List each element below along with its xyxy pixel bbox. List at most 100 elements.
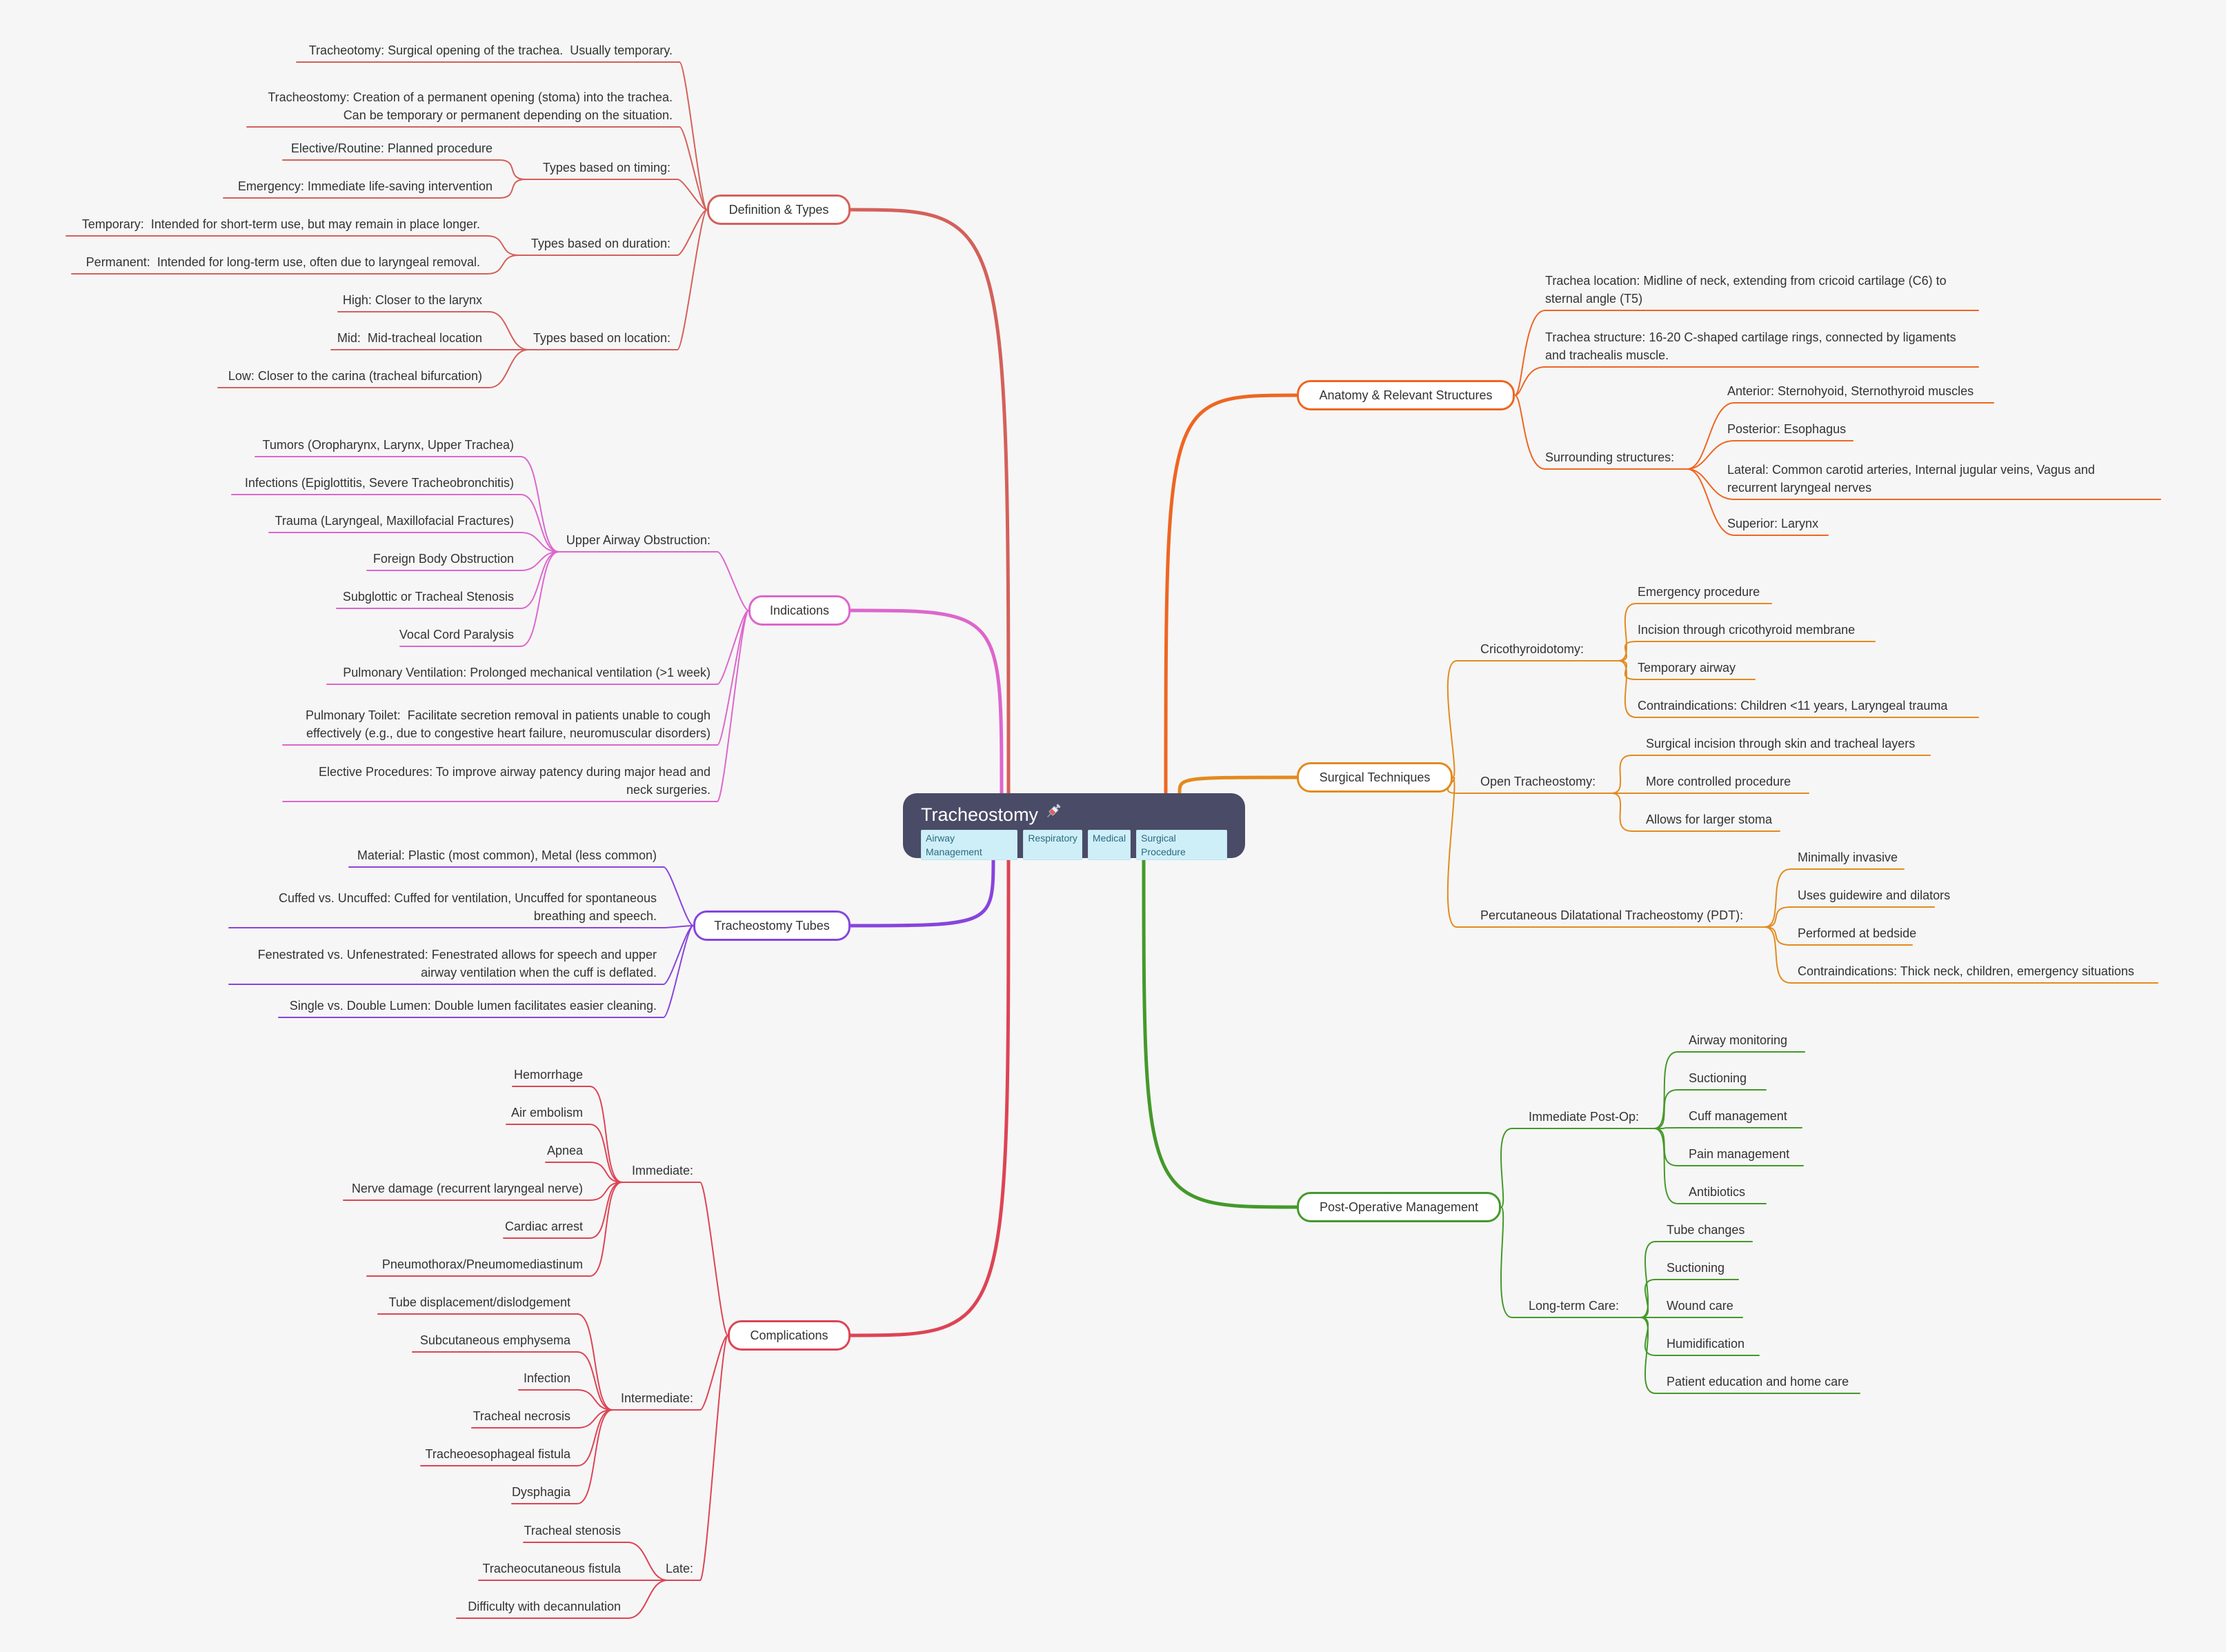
topic-more-controlled-procedure[interactable]: More controlled procedure	[1646, 775, 1791, 788]
branch-indications[interactable]: Indications	[748, 595, 851, 626]
connector-tumors-oropharynx-larynx-upper-trachea	[520, 456, 559, 553]
branch-techniques[interactable]: Surgical Techniques	[1297, 762, 1453, 793]
topic-types-based-on-timing[interactable]: Types based on timing:	[542, 161, 670, 175]
tag-respiratory[interactable]: Respiratory	[1023, 830, 1082, 860]
topic-emergency-procedure[interactable]: Emergency procedure	[1638, 585, 1760, 599]
topic-anterior-sternohyoid-sternothyroid-muscl[interactable]: Anterior: Sternohyoid, Sternothyroid mus…	[1727, 384, 1974, 398]
topic-incision-through-cricothyroid-membrane[interactable]: Incision through cricothyroid membrane	[1638, 623, 1856, 637]
topic-elective-routine-planned-procedure[interactable]: Elective/Routine: Planned procedure	[290, 141, 493, 155]
topic-antibiotics[interactable]: Antibiotics	[1689, 1185, 1746, 1199]
branch-complications[interactable]: Complications	[728, 1320, 851, 1351]
topic-upper-airway-obstruction[interactable]: Upper Airway Obstruction:	[566, 533, 710, 547]
connector-tracheostomy-creation-of-a-permanent-ope	[679, 126, 708, 210]
root-tags: Airway Management Respiratory Medical Su…	[921, 830, 1227, 860]
tag-airway-management[interactable]: Airway Management	[921, 830, 1018, 860]
topic-patient-education-and-home-care[interactable]: Patient education and home care	[1667, 1375, 1849, 1389]
topic-pain-management[interactable]: Pain management	[1689, 1147, 1790, 1161]
connector-elective-procedures-to-improve-airway-pa	[717, 610, 749, 802]
topic-surrounding-structures[interactable]: Surrounding structures:	[1545, 450, 1675, 464]
connector-emergency-procedure	[1618, 603, 1637, 661]
topic-tracheal-stenosis[interactable]: Tracheal stenosis	[524, 1524, 621, 1537]
topic-contraindications-thick-neck-children-em[interactable]: Contraindications: Thick neck, children,…	[1798, 964, 2134, 978]
topic-tracheal-necrosis[interactable]: Tracheal necrosis	[473, 1409, 570, 1423]
topic-pneumothorax-pneumomediastinum[interactable]: Pneumothorax/Pneumomediastinum	[381, 1257, 583, 1271]
connector-root-definition	[848, 208, 1011, 797]
topic-allows-for-larger-stoma[interactable]: Allows for larger stoma	[1646, 813, 1773, 826]
topic-temporary-airway[interactable]: Temporary airway	[1638, 661, 1736, 675]
branch-anatomy[interactable]: Anatomy & Relevant Structures	[1297, 380, 1515, 410]
connector-late	[699, 1335, 728, 1581]
topic-tube-displacement-dislodgement[interactable]: Tube displacement/dislodgement	[388, 1295, 571, 1309]
topic-late[interactable]: Late:	[665, 1562, 693, 1575]
topic-trauma-laryngeal-maxillofacial-fractures[interactable]: Trauma (Laryngeal, Maxillofacial Fractur…	[275, 514, 514, 528]
topic-open-tracheostomy[interactable]: Open Tracheostomy:	[1480, 775, 1596, 788]
tag-surgical-procedure[interactable]: Surgical Procedure	[1136, 830, 1227, 860]
topic-contraindications-children-11-years-lary[interactable]: Contraindications: Children <11 years, L…	[1638, 699, 1948, 713]
topic-apnea[interactable]: Apnea	[546, 1144, 583, 1157]
connector-trachea-location-midline-of-neck-extendi	[1514, 310, 1546, 396]
topic-pulmonary-toilet-facilitate-secretion-re[interactable]: Pulmonary Toilet: Facilitate secretion r…	[306, 708, 710, 740]
topic-tube-changes[interactable]: Tube changes	[1667, 1223, 1745, 1237]
topic-immediate[interactable]: Immediate:	[631, 1164, 693, 1177]
topic-trachea-structure-16-20-c-shaped-cartila[interactable]: Trachea structure: 16-20 C-shaped cartil…	[1545, 330, 1956, 362]
topic-minimally-invasive[interactable]: Minimally invasive	[1798, 850, 1898, 864]
topic-elective-procedures-to-improve-airway-pa[interactable]: Elective Procedures: To improve airway p…	[319, 765, 710, 797]
branch-definition[interactable]: Definition & Types	[707, 195, 851, 225]
topic-lateral-common-carotid-arteries-internal[interactable]: Lateral: Common carotid arteries, Intern…	[1727, 463, 2095, 495]
topic-permanent-intended-for-long-term-use-oft[interactable]: Permanent: Intended for long-term use, o…	[86, 255, 480, 269]
topic-cuff-management[interactable]: Cuff management	[1689, 1109, 1787, 1123]
branch-postop[interactable]: Post-Operative Management	[1297, 1192, 1501, 1222]
topic-infections-epiglottitis-severe-tracheobr[interactable]: Infections (Epiglottitis, Severe Tracheo…	[244, 476, 514, 490]
topic-tracheocutaneous-fistula[interactable]: Tracheocutaneous fistula	[482, 1562, 621, 1575]
connector-subcutaneous-emphysema	[577, 1351, 613, 1411]
topic-long-term-care[interactable]: Long-term Care:	[1529, 1299, 1620, 1313]
topic-temporary-intended-for-short-term-use-bu[interactable]: Temporary: Intended for short-term use, …	[81, 217, 480, 231]
topic-tracheoesophageal-fistula[interactable]: Tracheoesophageal fistula	[425, 1447, 570, 1461]
topic-types-based-on-location[interactable]: Types based on location:	[533, 331, 670, 345]
topic-wound-care[interactable]: Wound care	[1667, 1299, 1733, 1313]
topic-vocal-cord-paralysis[interactable]: Vocal Cord Paralysis	[399, 628, 514, 641]
topic-trachea-location-midline-of-neck-extendi[interactable]: Trachea location: Midline of neck, exten…	[1545, 274, 1947, 306]
topic-cuffed-vs-uncuffed-cuffed-for-ventilatio[interactable]: Cuffed vs. Uncuffed: Cuffed for ventilat…	[278, 891, 657, 923]
topic-types-based-on-duration[interactable]: Types based on duration:	[530, 237, 670, 250]
topic-foreign-body-obstruction[interactable]: Foreign Body Obstruction	[372, 552, 514, 566]
topic-single-vs-double-lumen-double-lumen-faci[interactable]: Single vs. Double Lumen: Double lumen fa…	[289, 999, 657, 1013]
topic-dysphagia[interactable]: Dysphagia	[511, 1485, 570, 1499]
topic-high-closer-to-the-larynx[interactable]: High: Closer to the larynx	[342, 293, 482, 307]
topic-performed-at-bedside[interactable]: Performed at bedside	[1798, 926, 1917, 940]
topic-emergency-immediate-life-saving-interven[interactable]: Emergency: Immediate life-saving interve…	[237, 179, 493, 193]
topic-tumors-oropharynx-larynx-upper-trachea[interactable]: Tumors (Oropharynx, Larynx, Upper Trache…	[262, 438, 514, 452]
topic-material-plastic-most-common-metal-less-[interactable]: Material: Plastic (most common), Metal (…	[357, 848, 657, 862]
topic-posterior-esophagus[interactable]: Posterior: Esophagus	[1727, 422, 1847, 436]
topic-air-embolism[interactable]: Air embolism	[510, 1106, 583, 1119]
topic-airway-monitoring[interactable]: Airway monitoring	[1689, 1033, 1788, 1047]
topic-intermediate[interactable]: Intermediate:	[620, 1391, 693, 1405]
root-topic[interactable]: Tracheostomy Airway Management Respirato…	[903, 793, 1245, 860]
topic-humidification[interactable]: Humidification	[1667, 1337, 1745, 1351]
topic-tracheostomy-creation-of-a-permanent-ope[interactable]: Tracheostomy: Creation of a permanent op…	[268, 90, 673, 122]
topic-mid-mid-tracheal-location[interactable]: Mid: Mid-tracheal location	[337, 331, 482, 345]
topic-uses-guidewire-and-dilators[interactable]: Uses guidewire and dilators	[1798, 888, 1951, 902]
topic-superior-larynx[interactable]: Superior: Larynx	[1727, 517, 1819, 530]
topic-difficulty-with-decannulation[interactable]: Difficulty with decannulation	[468, 1600, 621, 1613]
topic-cricothyroidotomy[interactable]: Cricothyroidotomy:	[1480, 642, 1584, 656]
topic-suctioning[interactable]: Suctioning	[1667, 1261, 1725, 1275]
topic-percutaneous-dilatational-tracheostomy-p[interactable]: Percutaneous Dilatational Tracheostomy (…	[1480, 908, 1744, 922]
topic-cardiac-arrest[interactable]: Cardiac arrest	[504, 1220, 583, 1233]
topic-tracheotomy-surgical-opening-of-the-trac[interactable]: Tracheotomy: Surgical opening of the tra…	[308, 43, 673, 57]
topic-pulmonary-ventilation-prolonged-mechanic[interactable]: Pulmonary Ventilation: Prolonged mechani…	[343, 666, 710, 679]
topic-infection[interactable]: Infection	[523, 1371, 570, 1385]
topic-low-closer-to-the-carina-tracheal-bifurc[interactable]: Low: Closer to the carina (tracheal bifu…	[228, 369, 482, 383]
topic-subcutaneous-emphysema[interactable]: Subcutaneous emphysema	[419, 1333, 570, 1347]
topic-nerve-damage-recurrent-laryngeal-nerve[interactable]: Nerve damage (recurrent laryngeal nerve)	[351, 1182, 583, 1195]
topic-fenestrated-vs-unfenestrated-fenestrated[interactable]: Fenestrated vs. Unfenestrated: Fenestrat…	[257, 948, 657, 979]
topic-subglottic-or-tracheal-stenosis[interactable]: Subglottic or Tracheal Stenosis	[342, 590, 514, 604]
branch-tubes[interactable]: Tracheostomy Tubes	[693, 910, 851, 941]
topic-surgical-incision-through-skin-and-trach[interactable]: Surgical incision through skin and trach…	[1646, 737, 1916, 750]
connector-root-anatomy	[1164, 393, 1299, 795]
topic-immediate-post-op[interactable]: Immediate Post-Op:	[1529, 1110, 1640, 1124]
tag-medical[interactable]: Medical	[1087, 830, 1131, 860]
connector-material-plastic-most-common-metal-less-	[663, 866, 694, 926]
topic-hemorrhage[interactable]: Hemorrhage	[513, 1068, 583, 1082]
topic-suctioning[interactable]: Suctioning	[1689, 1071, 1747, 1085]
